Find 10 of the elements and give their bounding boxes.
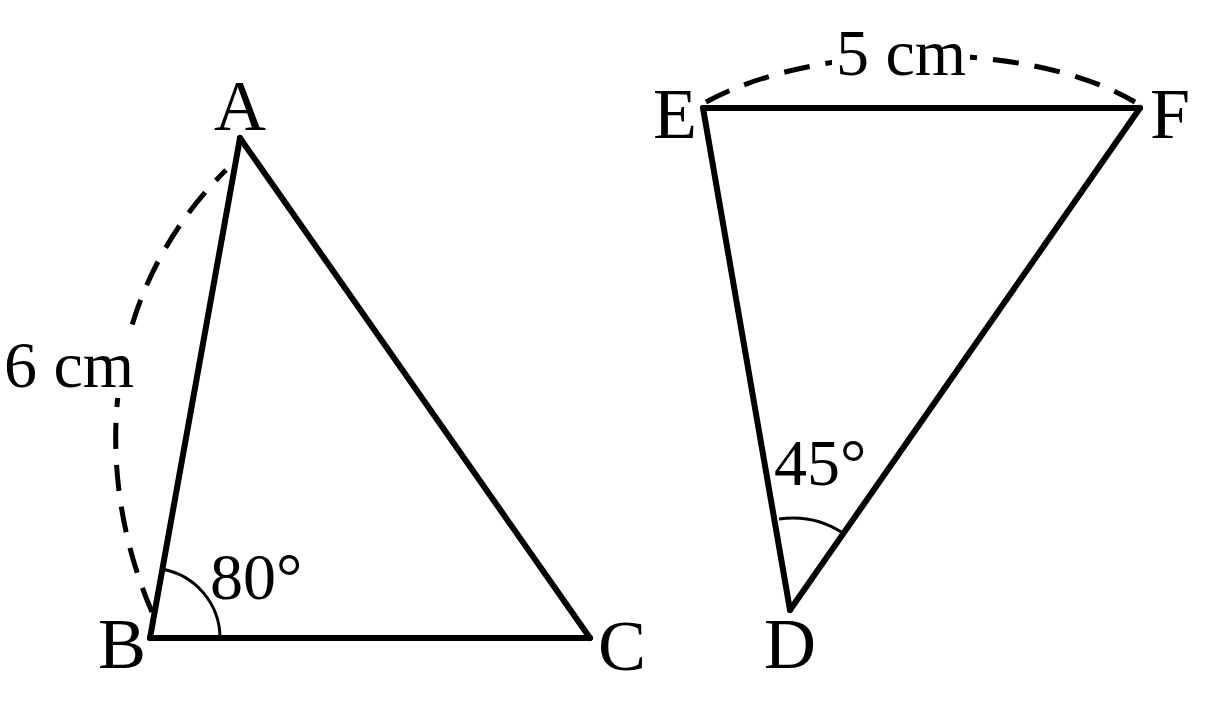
angle-label: 80° xyxy=(209,544,304,610)
vertex-label: A xyxy=(212,74,268,138)
angle-label: 45° xyxy=(773,430,868,496)
vertex-label: C xyxy=(594,614,650,678)
vertex-label: F xyxy=(1142,82,1198,146)
triangle-side xyxy=(700,105,793,613)
vertex-label: D xyxy=(762,612,818,676)
vertex-label: E xyxy=(647,82,703,146)
vertex-label: B xyxy=(94,612,150,676)
triangle-side xyxy=(237,135,593,641)
